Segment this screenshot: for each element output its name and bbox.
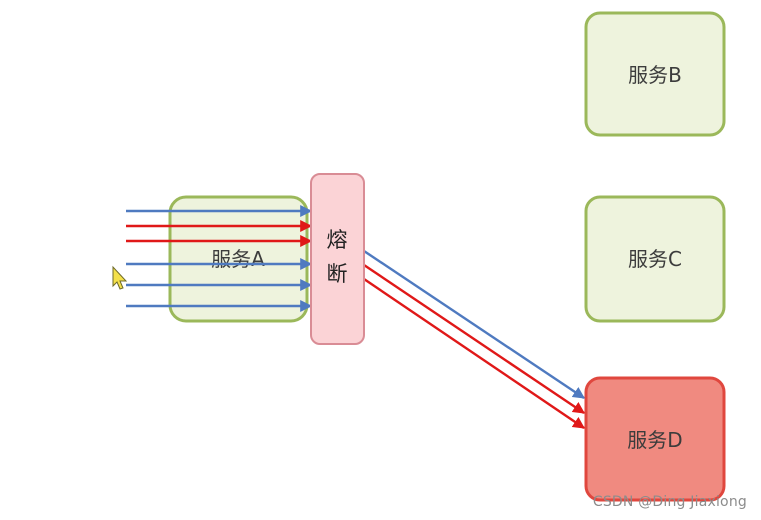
outgoing-arrow: [363, 250, 585, 399]
circuit-breaker-node: 熔 断: [310, 173, 365, 345]
service-a-node: 服务A: [168, 195, 309, 323]
watermark-text: CSDN @Ding Jiaxiong: [592, 494, 747, 510]
outgoing-arrow: [363, 278, 585, 429]
service-c-node: 服务C: [584, 195, 726, 323]
breaker-char-1: 熔: [327, 228, 348, 252]
outgoing-arrow: [363, 264, 585, 414]
service-a-label: 服务A: [211, 247, 265, 271]
breaker-char-2: 断: [327, 262, 348, 286]
outgoing-arrows: [363, 250, 585, 429]
incoming-arrows: [126, 205, 313, 312]
service-c-label: 服务C: [628, 247, 682, 271]
mouse-cursor-icon: [112, 265, 128, 290]
service-d-node: 服务D: [584, 376, 726, 502]
service-d-label: 服务D: [627, 428, 682, 452]
service-b-label: 服务B: [628, 63, 682, 87]
service-b-node: 服务B: [584, 11, 726, 137]
